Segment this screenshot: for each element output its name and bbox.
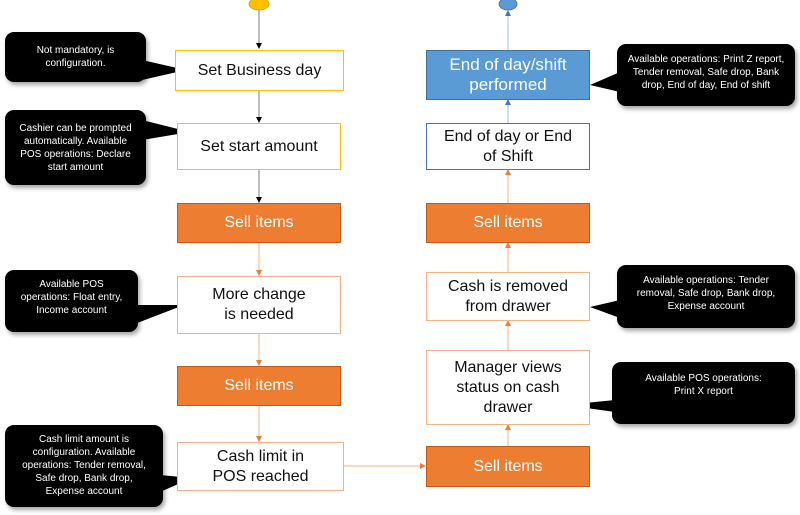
callout-pointer-manager-views	[565, 400, 615, 412]
callout-pointer-end-of-day-performed	[590, 72, 620, 92]
step-label: Manager views status on cash drawer	[454, 358, 562, 416]
step-manager-views-status: Manager views status on cash drawer	[426, 350, 590, 425]
step-sell-items-1: Sell items	[177, 203, 341, 243]
step-more-change-needed: More change is needed	[177, 276, 341, 334]
callout-text: Available operations: Tender removal, Sa…	[636, 275, 776, 312]
step-cash-limit-reached: Cash limit in POS reached	[177, 442, 344, 491]
step-label: Sell items	[473, 457, 543, 475]
step-label: End of day or End of Shift	[443, 127, 573, 165]
callout-text: Cash limit amount is configuration. Avai…	[22, 434, 146, 497]
step-label: End of day/shift performed	[449, 55, 567, 94]
step-set-business-day: Set Business day	[175, 50, 344, 91]
step-label: More change is needed	[212, 286, 306, 323]
callout-pointer-cash-removed	[590, 300, 620, 318]
step-label: Set start amount	[200, 137, 318, 155]
step-end-of-day-performed: End of day/shift performed	[426, 50, 590, 100]
callout-cash-limit: Cash limit amount is configuration. Avai…	[5, 425, 163, 507]
callout-text: Not mandatory, is configuration.	[36, 45, 115, 69]
step-label: Cash limit in POS reached	[212, 447, 309, 485]
callout-pointer-more-change	[132, 305, 184, 325]
start-oval	[248, 0, 270, 11]
callout-end-of-day-performed: Available operations: Print Z report, Te…	[617, 44, 795, 106]
end-oval	[498, 0, 518, 11]
callout-text: Available operations: Print Z report, Te…	[627, 54, 785, 91]
callout-start-amount: Cashier can be prompted automatically. A…	[5, 110, 146, 185]
step-end-of-day-or-shift: End of day or End of Shift	[426, 123, 590, 170]
step-label: Sell items	[473, 214, 543, 231]
step-label: Set Business day	[197, 61, 322, 79]
callout-text: Cashier can be prompted automatically. A…	[19, 122, 132, 173]
step-sell-items-3: Sell items	[426, 203, 590, 243]
callout-text: Available POS operations: Print X report	[645, 373, 762, 397]
step-label: Sell items	[224, 214, 294, 231]
callout-cash-removed: Available operations: Tender removal, Sa…	[617, 265, 795, 328]
step-sell-items-4: Sell items	[426, 446, 590, 487]
step-set-start-amount: Set start amount	[177, 123, 341, 170]
step-sell-items-2: Sell items	[177, 366, 341, 406]
step-label: Sell items	[224, 377, 294, 394]
callout-business-day: Not mandatory, is configuration.	[5, 32, 146, 82]
callout-pointer-business-day	[142, 60, 186, 80]
step-label: Cash is removed from drawer	[447, 277, 569, 315]
step-cash-removed: Cash is removed from drawer	[426, 272, 590, 321]
callout-text: Available POS operations: Float entry, I…	[20, 279, 123, 316]
callout-manager-views: Available POS operations: Print X report	[612, 362, 795, 424]
callout-more-change: Available POS operations: Float entry, I…	[5, 270, 138, 332]
callout-pointer-start-amount	[142, 120, 190, 140]
